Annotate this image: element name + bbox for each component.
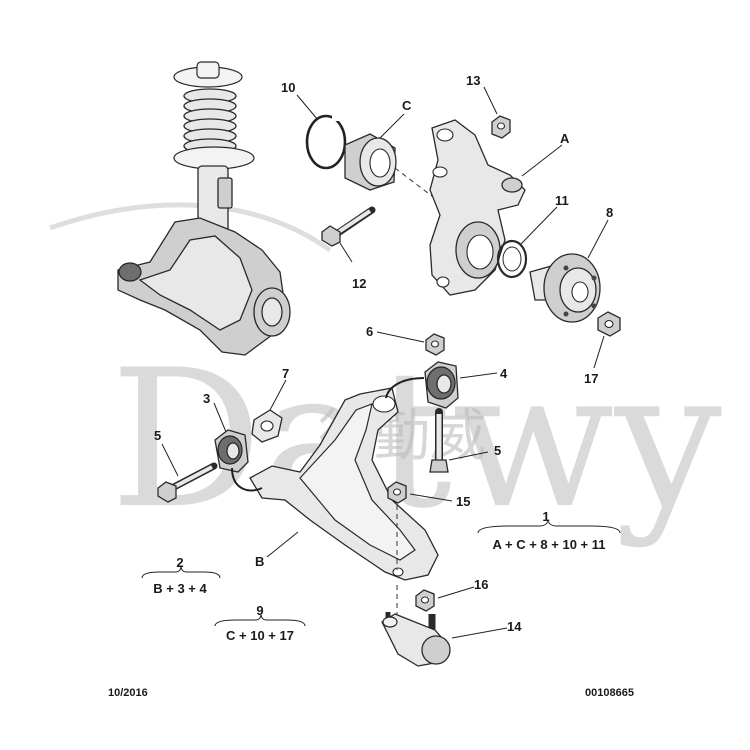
- bolt-5-right-part: [429, 408, 449, 473]
- bracket-7-part: [251, 409, 283, 443]
- callout-5-right: 5: [494, 443, 501, 458]
- kit-group-1-brace: [477, 519, 621, 534]
- callout-13: 13: [466, 73, 480, 88]
- kit-group-1: 1 A + C + 8 + 10 + 11: [477, 509, 621, 552]
- kit-group-9: 9 C + 10 + 17: [214, 603, 306, 643]
- footer-date: 10/2016: [108, 687, 148, 699]
- watermark: Datwy 德勤威: [49, 202, 722, 550]
- strut-assembly: [117, 61, 291, 356]
- callout-B: B: [255, 554, 264, 569]
- nut-16-part: [415, 589, 435, 612]
- bushing-3-part: [214, 429, 249, 473]
- callout-17: 17: [584, 371, 598, 386]
- steering-knuckle-part: [429, 119, 526, 296]
- watermark-latin: Datwy: [110, 329, 722, 550]
- callout-11: 11: [555, 193, 569, 208]
- bolt-12-part: [321, 206, 376, 247]
- nut-13-part: [491, 115, 511, 139]
- footer-ref: 00108665: [585, 687, 634, 699]
- callout-10: 10: [281, 80, 295, 95]
- kit-group-1-formula: A + C + 8 + 10 + 11: [493, 537, 606, 552]
- callout-3: 3: [203, 391, 210, 406]
- nut-15-part: [387, 481, 407, 504]
- link-line-bushing4: [385, 377, 425, 399]
- wheel-hub-part: [529, 253, 601, 323]
- kit-group-2-number: 2: [176, 555, 183, 570]
- callout-4: 4: [500, 366, 508, 381]
- callout-16: 16: [474, 577, 488, 592]
- link-line-bushing3: [231, 467, 263, 492]
- kit-group-9-number: 9: [256, 603, 263, 618]
- kit-group-9-formula: C + 10 + 17: [226, 628, 294, 643]
- callout-15: 15: [456, 494, 470, 509]
- callout-14: 14: [507, 619, 522, 634]
- coil-spring: [183, 88, 237, 154]
- circlip-part: [305, 114, 347, 170]
- bolt-5-left-part: [157, 462, 218, 503]
- seal-ring-part: [496, 239, 528, 279]
- nut-6-part: [425, 333, 445, 356]
- hub-nut-part: [597, 311, 621, 337]
- kit-group-2-formula: B + 3 + 4: [153, 581, 207, 596]
- callout-C: C: [402, 98, 412, 113]
- callout-A: A: [560, 131, 570, 146]
- kit-group-2-brace: [141, 566, 221, 579]
- callout-5-left: 5: [154, 428, 161, 443]
- ball-joint-part: [381, 612, 451, 667]
- callout-6: 6: [366, 324, 373, 339]
- kit-group-2: 2 B + 3 + 4: [141, 555, 221, 596]
- callout-12: 12: [352, 276, 366, 291]
- bushing-4-part: [424, 361, 459, 409]
- callout-8: 8: [606, 205, 613, 220]
- leader-lines: [161, 86, 609, 639]
- callouts: 10 C 13 A 11 8 12 6 4 17 7 3 5 5 15 B 16…: [154, 73, 613, 634]
- kit-group-9-brace: [214, 614, 306, 627]
- callout-7: 7: [282, 366, 289, 381]
- wheel-bearing-part: [344, 133, 397, 191]
- kit-group-1-number: 1: [542, 509, 549, 524]
